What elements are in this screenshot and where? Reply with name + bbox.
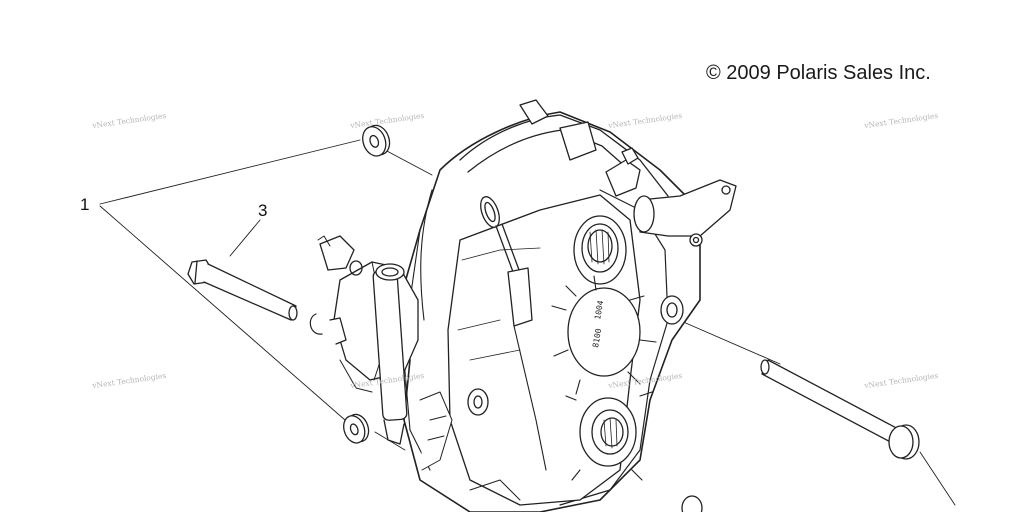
callout-3: 3	[258, 201, 267, 220]
lower-housing-details	[419, 391, 521, 501]
copyright-notice: © 2009 Polaris Sales Inc.	[706, 62, 931, 84]
breather-fitting	[559, 121, 641, 197]
leader-1-lower	[99, 205, 346, 421]
actuator-assembly	[309, 235, 419, 445]
lower-output-shaft	[579, 397, 637, 467]
upper-output-shaft	[573, 215, 627, 285]
lower-washer	[343, 413, 370, 444]
part-mark-lower: 8100	[591, 328, 603, 349]
shift-lever	[633, 179, 737, 247]
long-bolt-right	[760, 359, 920, 460]
long-bolt-left	[187, 259, 298, 321]
leader-1-upper	[99, 139, 361, 205]
part-mark-upper: 1004	[593, 300, 605, 321]
gearbox-housing: 1004 8100	[399, 99, 703, 517]
upper-washer	[362, 124, 391, 157]
callout-1: 1	[80, 195, 89, 214]
center-gear-cover: 1004 8100	[551, 275, 657, 395]
leader-3	[229, 219, 261, 257]
dipstick	[480, 196, 547, 471]
